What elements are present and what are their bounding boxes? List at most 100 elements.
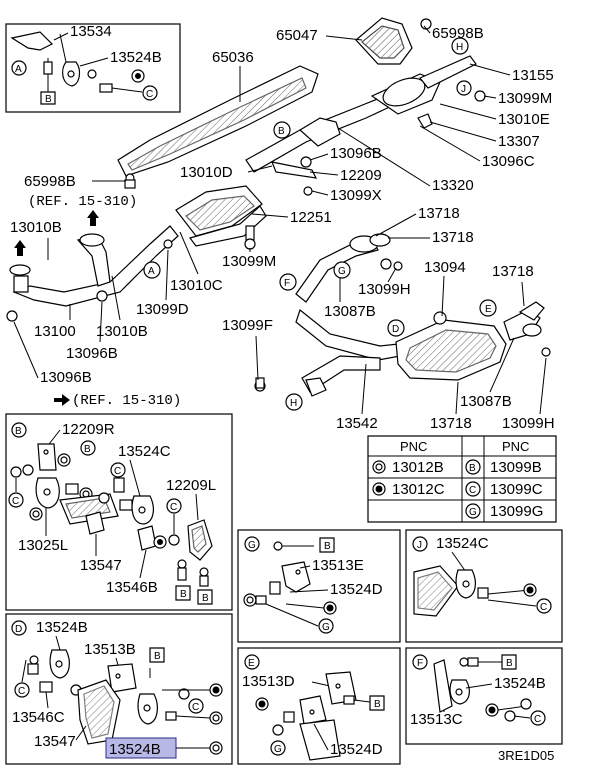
svg-text:C: C <box>540 602 547 613</box>
svg-text:C: C <box>114 466 121 477</box>
svg-text:C: C <box>170 502 177 513</box>
svg-text:65998B: 65998B <box>432 25 484 42</box>
svg-text:PNC: PNC <box>400 439 427 454</box>
svg-text:13718: 13718 <box>492 263 534 280</box>
svg-text:13513D: 13513D <box>242 673 295 690</box>
svg-text:D: D <box>392 324 399 335</box>
svg-text:B: B <box>154 651 161 662</box>
svg-text:E: E <box>485 304 492 315</box>
svg-text:13546C: 13546C <box>12 709 65 726</box>
inset-a: A B C 13534 13524B <box>5 23 181 113</box>
svg-text:B: B <box>202 593 209 604</box>
svg-text:12251: 12251 <box>290 209 332 226</box>
svg-text:13524C: 13524C <box>436 535 489 552</box>
svg-text:13513B: 13513B <box>84 641 136 658</box>
label-13524b-a: 13524B <box>110 49 162 66</box>
main-muffler <box>395 301 545 381</box>
svg-text:B: B <box>45 94 52 105</box>
svg-text:13010E: 13010E <box>498 111 550 128</box>
inset-j: J 13524C C <box>405 529 563 643</box>
svg-text:13099M: 13099M <box>498 90 552 107</box>
svg-text:13524D: 13524D <box>330 581 383 598</box>
main-labels: 65047 65998B 65036 13155 13099M 13010E 1… <box>10 25 555 432</box>
svg-text:13718: 13718 <box>418 205 460 222</box>
svg-text:13718: 13718 <box>430 415 472 432</box>
svg-text:B: B <box>374 699 381 710</box>
svg-text:13524B: 13524B <box>36 619 88 636</box>
up-arrow-icon <box>87 210 99 226</box>
svg-text:G: G <box>274 744 282 755</box>
svg-text:G: G <box>322 622 330 633</box>
svg-text:13718: 13718 <box>432 229 474 246</box>
catalytic-converter <box>175 185 267 247</box>
svg-text:PNC: PNC <box>502 439 529 454</box>
up-arrow-icon <box>14 240 26 256</box>
svg-text:13096B: 13096B <box>66 345 118 362</box>
inset-d: D 13524B C 13513B B C 13546C 13547 <box>5 613 233 765</box>
svg-text:13087B: 13087B <box>460 393 512 410</box>
svg-text:C: C <box>534 714 541 725</box>
svg-text:B: B <box>180 589 187 600</box>
svg-text:13546B: 13546B <box>106 579 158 596</box>
pnc-table: PNC PNC 13012B B 13099B 13012C C 13099C … <box>367 435 557 523</box>
callouts-main: H J B A F G D E H <box>143 37 497 411</box>
svg-text:B: B <box>84 444 91 455</box>
heat-shield-65047 <box>355 17 413 65</box>
svg-text:13155: 13155 <box>512 67 554 84</box>
svg-text:13025L: 13025L <box>18 537 68 554</box>
ref-mid: (REF. 15-310) <box>72 393 181 409</box>
svg-text:12209: 12209 <box>340 167 382 184</box>
svg-text:13012C: 13012C <box>392 481 445 498</box>
svg-text:B: B <box>324 541 331 552</box>
svg-text:H: H <box>290 398 297 409</box>
svg-text:13542: 13542 <box>336 415 378 432</box>
svg-text:13099H: 13099H <box>358 281 411 298</box>
svg-text:13100: 13100 <box>34 323 76 340</box>
svg-text:13099M: 13099M <box>222 253 276 270</box>
svg-text:12209R: 12209R <box>62 421 115 438</box>
svg-text:13099D: 13099D <box>136 301 189 318</box>
svg-text:13547: 13547 <box>34 733 76 750</box>
svg-text:13099F: 13099F <box>222 317 273 334</box>
front-pipe-13320 <box>245 55 477 173</box>
svg-text:13096C: 13096C <box>482 153 535 170</box>
diagram-code: 3RE1D05 <box>498 748 554 763</box>
svg-text:C: C <box>12 496 19 507</box>
svg-text:F: F <box>284 278 290 289</box>
callout-a-inset: A <box>15 64 22 75</box>
svg-text:12209L: 12209L <box>166 477 216 494</box>
label-13534: 13534 <box>70 23 112 40</box>
svg-text:13099X: 13099X <box>330 187 382 204</box>
svg-text:B: B <box>278 126 285 137</box>
inset-f: F B 13524B C 13513C <box>405 647 563 745</box>
svg-text:13320: 13320 <box>432 177 474 194</box>
svg-text:D: D <box>15 624 22 635</box>
svg-text:13099C: 13099C <box>490 481 543 498</box>
svg-text:A: A <box>148 266 155 277</box>
svg-text:13087B: 13087B <box>324 303 376 320</box>
svg-text:13010C: 13010C <box>170 277 223 294</box>
svg-text:65047: 65047 <box>276 27 318 44</box>
svg-text:13012B: 13012B <box>392 459 444 476</box>
svg-text:13096B: 13096B <box>40 369 92 386</box>
svg-text:13099G: 13099G <box>490 503 543 520</box>
label-13524b-highlighted: 13524B <box>109 741 161 758</box>
svg-text:F: F <box>417 658 423 669</box>
heat-shield-65036 <box>117 65 319 177</box>
svg-text:13010D: 13010D <box>180 164 233 181</box>
svg-text:E: E <box>248 658 255 669</box>
svg-text:13010B: 13010B <box>96 323 148 340</box>
svg-text:J: J <box>461 84 466 95</box>
svg-text:C: C <box>192 702 199 713</box>
svg-text:13547: 13547 <box>80 557 122 574</box>
svg-text:B: B <box>506 658 513 669</box>
svg-text:13524D: 13524D <box>330 741 383 758</box>
svg-text:J: J <box>417 540 422 551</box>
svg-text:C: C <box>18 686 25 697</box>
svg-text:C: C <box>146 89 153 100</box>
inset-b: B 12209R B C C C B <box>5 413 233 611</box>
svg-text:B: B <box>469 463 476 474</box>
right-arrow-icon <box>54 394 70 406</box>
svg-text:13513E: 13513E <box>312 557 364 574</box>
svg-text:13513C: 13513C <box>410 711 463 728</box>
